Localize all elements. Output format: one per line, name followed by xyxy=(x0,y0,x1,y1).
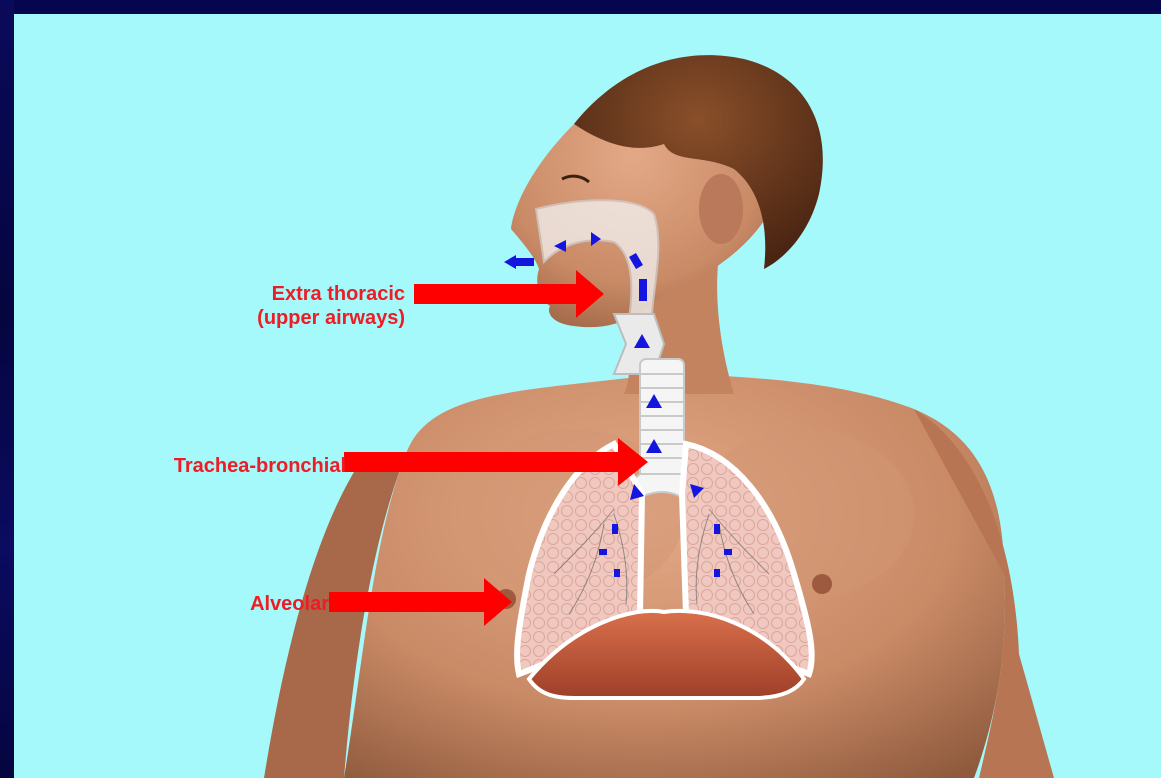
label-extra-thoracic: Extra thoracic (upper airways) xyxy=(190,282,405,330)
diagram-stage: Extra thoracic (upper airways) Trachea-b… xyxy=(14,14,1161,778)
label-extra-thoracic-line1: Extra thoracic xyxy=(190,282,405,306)
label-extra-thoracic-line2: (upper airways) xyxy=(190,306,405,330)
slide-frame-stripe xyxy=(0,0,14,778)
respiratory-tract-illustration xyxy=(14,14,1161,778)
label-trachea-bronchial: Trachea-bronchial xyxy=(74,454,346,478)
label-alveolar: Alveolar xyxy=(164,592,329,616)
